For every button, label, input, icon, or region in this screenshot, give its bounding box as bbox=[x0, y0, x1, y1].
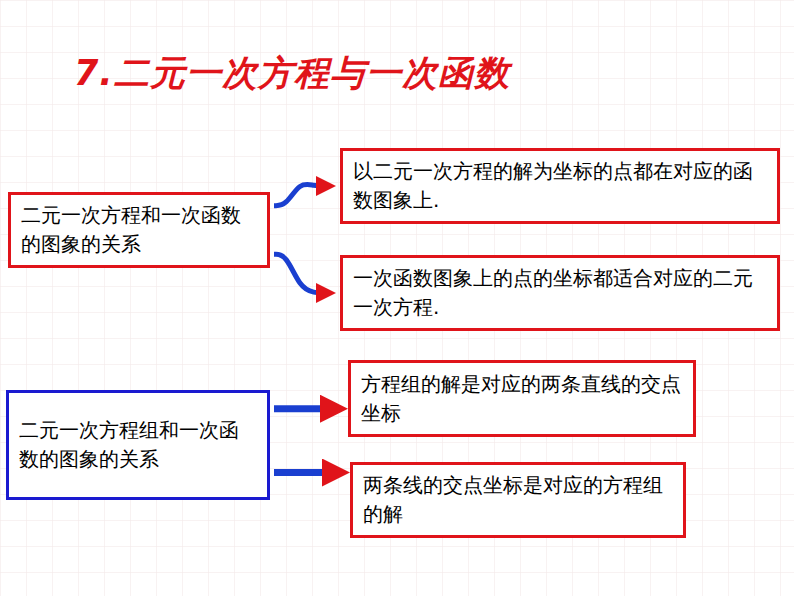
box-text: 以二元一次方程的解为坐标的点都在对应的函数图象上. bbox=[353, 157, 767, 215]
topic-box: 二元一次方程组和一次函数的图象的关系 bbox=[6, 390, 270, 500]
box-text: 二元一次方程和一次函数的图象的关系 bbox=[21, 201, 257, 259]
topic-box: 二元一次方程和一次函数的图象的关系 bbox=[8, 192, 270, 268]
curved-arrow bbox=[274, 254, 326, 293]
box-text: 两条线的交点坐标是对应的方程组的解 bbox=[363, 471, 673, 529]
page-title: 7.二元一次方程与一次函数 bbox=[74, 50, 510, 97]
box-text: 方程组的解是对应的两条直线的交点坐标 bbox=[361, 370, 683, 428]
block-arrow bbox=[274, 469, 336, 476]
curved-arrow bbox=[274, 184, 326, 205]
block-arrow bbox=[274, 405, 334, 412]
statement-box: 以二元一次方程的解为坐标的点都在对应的函数图象上. bbox=[340, 148, 780, 224]
box-text: 二元一次方程组和一次函数的图象的关系 bbox=[19, 416, 257, 474]
statement-box: 一次函数图象上的点的坐标都适合对应的二元一次方程. bbox=[340, 255, 780, 331]
box-text: 一次函数图象上的点的坐标都适合对应的二元一次方程. bbox=[353, 264, 767, 322]
statement-box: 两条线的交点坐标是对应的方程组的解 bbox=[350, 462, 686, 538]
statement-box: 方程组的解是对应的两条直线的交点坐标 bbox=[348, 360, 696, 437]
